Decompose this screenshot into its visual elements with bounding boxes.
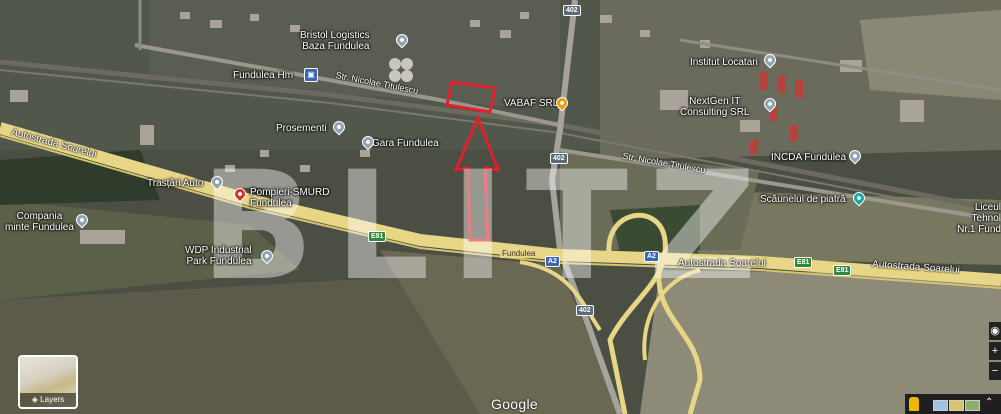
e81-shield-center: E81 — [794, 257, 813, 268]
google-logo: Google — [491, 396, 538, 412]
watermark: BLITZ — [200, 140, 777, 314]
train-station-icon[interactable]: ▣ — [304, 68, 318, 82]
zoom-out-button[interactable]: − — [989, 362, 1001, 380]
layers-button[interactable]: ◈ Layers — [18, 355, 78, 409]
poi-pompieri-smurd[interactable]: Pompieri-SMURD Fundulea — [250, 187, 330, 209]
poi-nextgen-it[interactable]: NextGen IT Consulting SRL — [680, 96, 750, 118]
poi-compania[interactable]: Compania minte Fundulea — [5, 211, 74, 233]
a2-shield-west: A2 — [545, 256, 560, 267]
poi-wdp-industrial[interactable]: WDP Industrial Park Fundulea — [185, 245, 252, 267]
poi-institut-locatari[interactable]: Institut Locatari — [690, 57, 758, 68]
poi-vabaf-srl[interactable]: VABAF SRL — [504, 98, 559, 109]
exit-label-fundulea: Fundulea — [500, 249, 538, 258]
poi-bristol-logistics[interactable]: Bristol Logistics Baza Fundulea — [300, 30, 370, 52]
map-controls: ◉ + − — [989, 322, 1001, 382]
poi-gara-fundulea[interactable]: Gara Fundulea — [372, 138, 439, 149]
route-402-shield-center: 402 — [550, 153, 568, 164]
layers-text: Layers — [40, 395, 65, 404]
poi-scaunelul-de-piatra[interactable]: Scăunelul de piatră — [760, 194, 846, 205]
layers-label: ◈ Layers — [20, 393, 76, 407]
poi-prosementi[interactable]: Prosementi — [276, 123, 327, 134]
zoom-in-button[interactable]: + — [989, 342, 1001, 360]
poi-liceul-tehnologic[interactable]: Liceul Tehnol Nr.1 Fund — [957, 202, 1001, 235]
terrain-tile-icon[interactable] — [965, 400, 980, 411]
layers-icon: ◈ — [31, 395, 41, 404]
route-402-shield-north: 402 — [563, 5, 581, 16]
expand-chevron-icon[interactable]: ⌃ — [985, 397, 994, 408]
route-402-shield-south: 402 — [576, 305, 594, 316]
highway-label-center: Autostrada Soarelui — [678, 258, 766, 269]
imagery-tile-icon[interactable] — [949, 400, 964, 411]
e81-shield-east: E81 — [833, 265, 852, 276]
bottom-toolbar: ⌃ — [905, 394, 1001, 414]
pointer-arrow — [453, 113, 501, 242]
poi-incda-fundulea[interactable]: INCDA Fundulea — [771, 152, 847, 163]
pegman-icon[interactable] — [909, 397, 919, 411]
poi-trastari-auto[interactable]: Trasțări Auto — [147, 178, 204, 189]
e81-shield-west: E81 — [368, 231, 387, 242]
street-view-tile-icon[interactable] — [933, 400, 948, 411]
a2-shield-east: A2 — [644, 251, 659, 262]
poi-fundulea-hm[interactable]: Fundulea Hm — [233, 70, 294, 81]
compass-icon[interactable]: ◉ — [989, 322, 1001, 340]
highlighted-plot — [445, 80, 497, 114]
